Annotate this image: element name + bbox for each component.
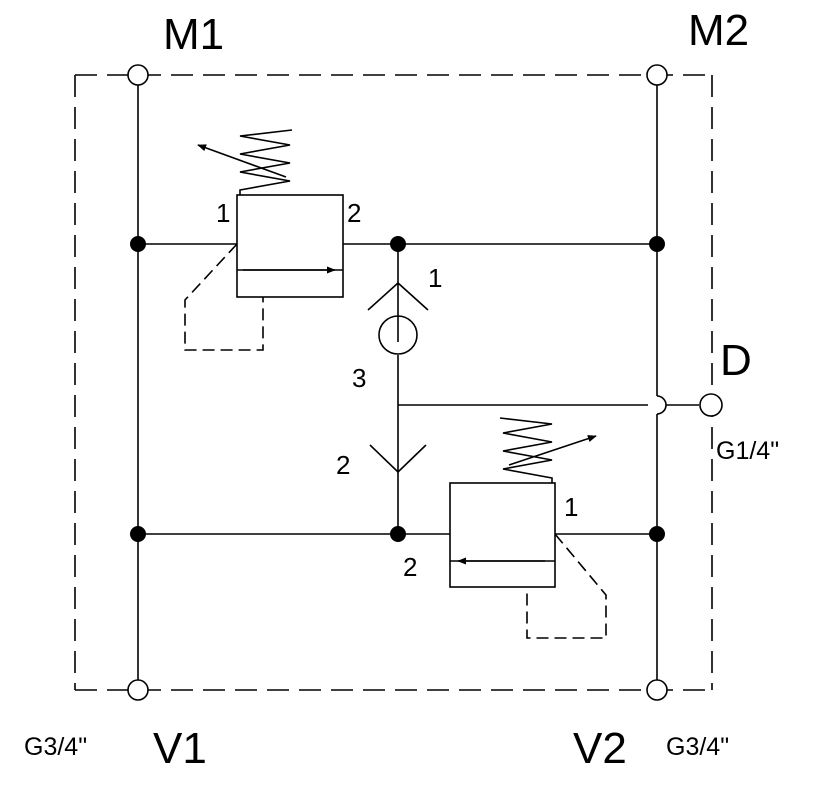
port-m2 bbox=[646, 64, 668, 86]
relief-valve-bottom bbox=[449, 417, 607, 639]
thread-v2: G3/4" bbox=[666, 733, 729, 761]
label-m1: M1 bbox=[163, 10, 224, 59]
check-valve bbox=[367, 281, 429, 355]
label-v2: V2 bbox=[573, 724, 627, 773]
check-seat-lower bbox=[369, 444, 427, 474]
label-v1: V1 bbox=[153, 724, 207, 773]
port-d bbox=[699, 393, 723, 417]
shuttle-port-3: 3 bbox=[352, 363, 366, 393]
line-crossover-hop bbox=[656, 395, 667, 415]
shuttle-port-1: 1 bbox=[428, 263, 442, 293]
valve-bottom-port-2: 2 bbox=[403, 552, 417, 582]
thread-d: G1/4" bbox=[716, 437, 779, 465]
valve-top-port-2: 2 bbox=[347, 198, 361, 228]
thread-v1: G3/4" bbox=[24, 733, 87, 761]
housing-outline bbox=[74, 74, 713, 691]
port-v1 bbox=[127, 679, 149, 701]
label-m2: M2 bbox=[688, 6, 749, 55]
junction-dots bbox=[130, 236, 665, 542]
relief-valve-top bbox=[184, 129, 344, 351]
valve-top-port-1: 1 bbox=[216, 198, 230, 228]
label-d: D bbox=[720, 336, 752, 385]
port-m1 bbox=[127, 64, 149, 86]
shuttle-port-2: 2 bbox=[336, 450, 350, 480]
valve-bottom-port-1: 1 bbox=[564, 492, 578, 522]
port-v2 bbox=[646, 679, 668, 701]
